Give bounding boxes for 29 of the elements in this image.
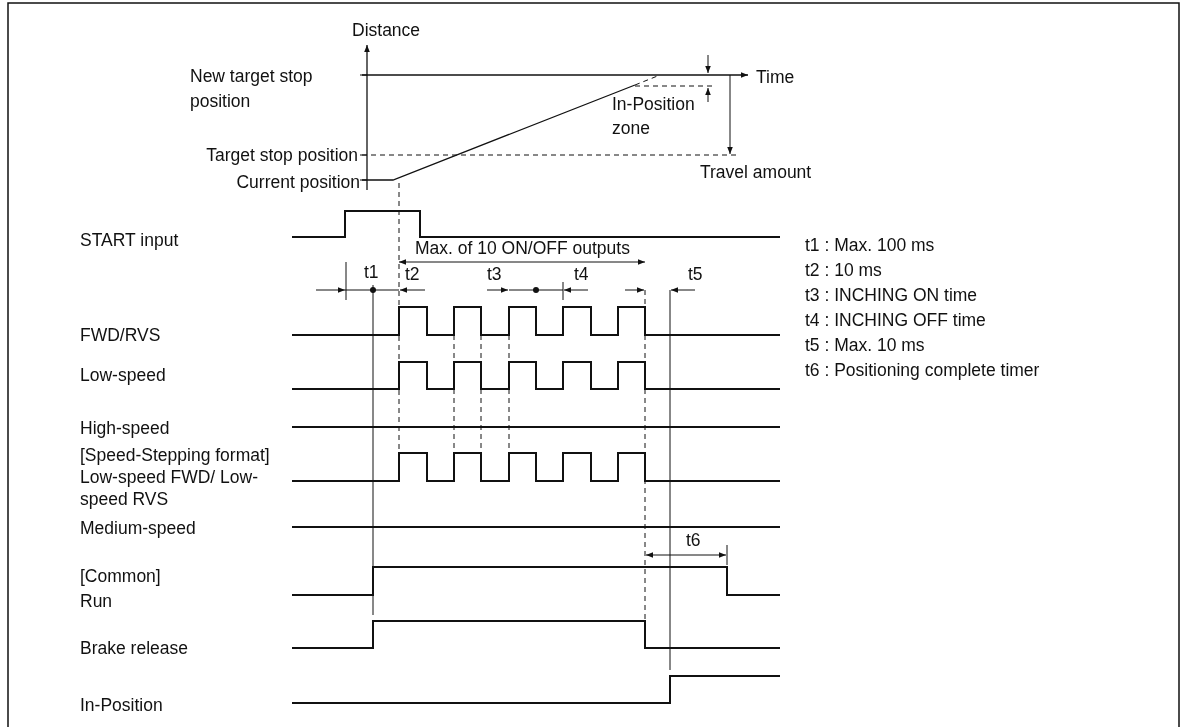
axis-label: Current position [236, 171, 360, 193]
axis-label: Target stop position [206, 144, 358, 166]
signal-label: Low-speed [80, 364, 166, 386]
signal-label: High-speed [80, 417, 170, 439]
timing-note: t6 : Positioning complete timer [805, 359, 1040, 381]
signal-label: [Speed-Stepping format] Low-speed FWD/ Low-speed RVS [80, 444, 271, 510]
timing-note: t2 : 10 ms [805, 259, 882, 281]
signal-label: In-Position [80, 694, 163, 716]
axis-label: New target stop position [190, 65, 314, 113]
dimension-label: Max. of 10 ON/OFF outputs [415, 237, 630, 259]
dimension-label: t2 [405, 263, 420, 285]
signal-label: FWD/RVS [80, 324, 161, 346]
axis-label: Distance [352, 19, 421, 41]
timing-note: t4 : INCHING OFF time [805, 309, 986, 331]
timing-note: t5 : Max. 10 ms [805, 334, 925, 356]
dimension-label: t6 [686, 529, 701, 551]
dimension-label: t1 [364, 261, 379, 283]
dimension-label: t5 [688, 263, 703, 285]
signal-label: START input [80, 229, 179, 251]
timing-note: t1 : Max. 100 ms [805, 234, 935, 256]
zone-label: In-Position zone [612, 93, 696, 140]
signal-label: Brake release [80, 637, 188, 659]
signal-label: Medium-speed [80, 517, 196, 539]
timing-note: t3 : INCHING ON time [805, 284, 978, 306]
signal-label: [Common] Run [80, 565, 162, 613]
dimension-label: t3 [487, 263, 502, 285]
dimension-label: t4 [574, 263, 589, 285]
axis-label: Time [756, 66, 795, 88]
dimension-label: Travel amount [700, 161, 812, 183]
